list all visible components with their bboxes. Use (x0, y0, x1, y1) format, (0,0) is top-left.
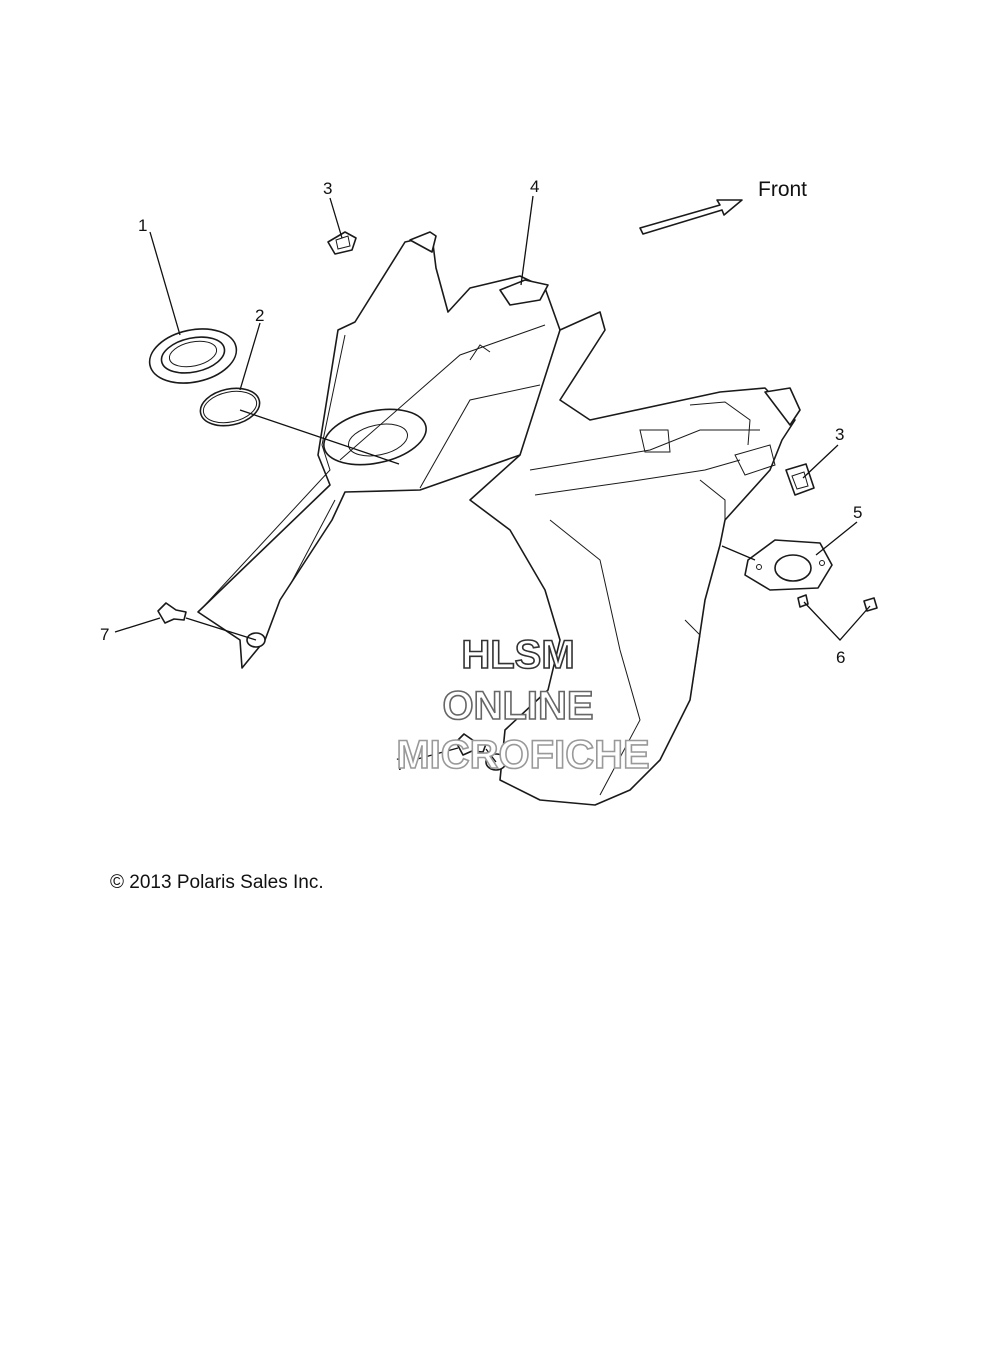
screw-right (863, 597, 878, 612)
access-bezel-plate (744, 539, 833, 591)
leader-7-middle (409, 747, 459, 762)
clip-nut-top (327, 231, 357, 255)
push-rivet-middle (455, 733, 487, 756)
watermark-line-1: HLSM (461, 633, 574, 677)
leader-7-left-boss (185, 617, 257, 641)
callout-1: 1 (138, 216, 147, 235)
leader-2 (239, 322, 261, 391)
callout-3-right: 3 (835, 425, 844, 444)
clip-nut-right (785, 463, 815, 496)
front-arrow-icon (639, 199, 743, 235)
leader-7-middle-boss (485, 748, 497, 763)
leader-6 (803, 601, 871, 641)
leader-3-top (329, 197, 343, 239)
leader-5 (815, 521, 858, 556)
push-rivet-left (157, 602, 187, 624)
callout-3-top: 3 (323, 179, 332, 198)
callout-4: 4 (530, 177, 539, 196)
leader-3-right (802, 444, 839, 479)
copyright-text: © 2013 Polaris Sales Inc. (110, 872, 324, 893)
front-label: Front (758, 178, 807, 201)
leader-7-left (114, 617, 161, 633)
callout-7-left: 7 (100, 625, 109, 644)
o-ring (199, 387, 261, 427)
intake-seal-ring (148, 328, 238, 384)
callout-6: 6 (836, 648, 845, 667)
callout-7-middle: 7 (396, 755, 405, 774)
callout-2: 2 (255, 306, 264, 325)
callout-5: 5 (853, 503, 862, 522)
leader-5-panel (721, 545, 756, 561)
watermark-line-2: ONLINE (442, 684, 593, 728)
leader-2-intake (239, 409, 400, 465)
front-body-panel (197, 231, 801, 806)
leader-4 (520, 195, 534, 286)
leader-1 (149, 231, 181, 336)
watermark-line-3: MICROFICHE (396, 733, 649, 777)
